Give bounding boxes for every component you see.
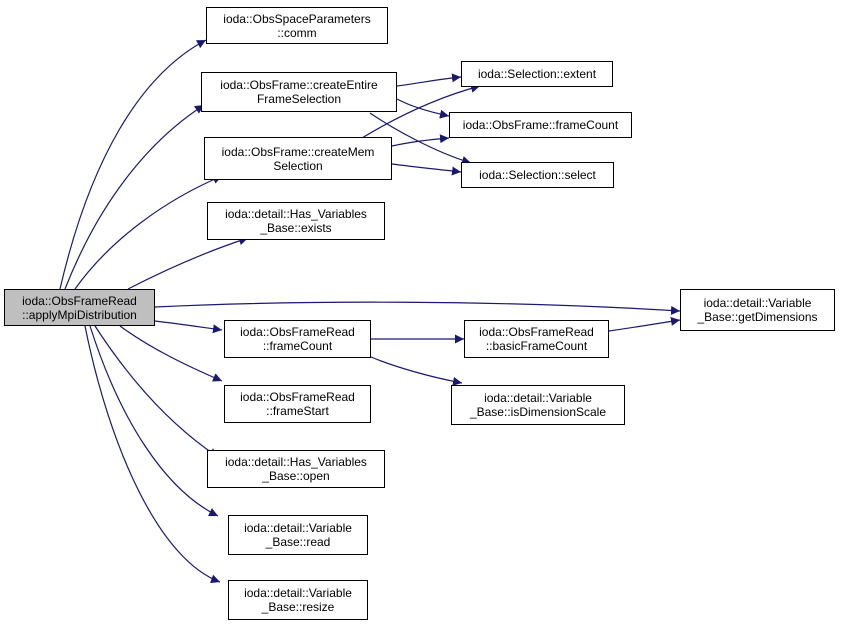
node-label-line-1: ioda::detail::Variable: [703, 296, 812, 310]
node-label-line-1: ioda::detail::Variable: [244, 586, 352, 600]
edge-create-entire-to-select: [369, 112, 472, 165]
node-label-line-2: ::frameStart: [266, 404, 329, 418]
edge-create-entire-to-extent: [396, 73, 462, 87]
node-label-line-1: ioda::ObsFrame::createMem: [221, 144, 375, 159]
edge-root-to-frame-start: [119, 325, 223, 382]
node-variable-base-read[interactable]: ioda::detail::Variable _Base::read: [228, 515, 368, 555]
node-label-line-2: ::applyMpiDistribution: [22, 307, 137, 322]
node-variable-base-getdimensions[interactable]: ioda::detail::Variable _Base::getDimensi…: [680, 289, 835, 331]
node-label-line-1: ioda::ObsFrameRead: [479, 325, 594, 339]
node-label-line-1: ioda::ObsFrameRead: [240, 390, 355, 404]
node-label-line-1: ioda::detail::Variable: [244, 521, 352, 535]
node-variable-base-resize[interactable]: ioda::detail::Variable _Base::resize: [228, 580, 368, 620]
edge-create-mem-to-of-frame-count: [391, 134, 450, 147]
node-label-line-1: ioda::ObsFrameRead: [22, 293, 137, 308]
edge-create-mem-to-select: [391, 163, 462, 176]
node-label-line-2: _Base::isDimensionScale: [469, 405, 607, 419]
edge-root-to-create-mem: [74, 175, 223, 290]
node-label-line-2: _Base::read: [265, 535, 331, 549]
node-has-variables-base-open[interactable]: ioda::detail::Has_Variables _Base::open: [207, 450, 385, 488]
node-variable-base-isdimensionscale[interactable]: ioda::detail::Variable _Base::isDimensio…: [451, 385, 625, 425]
edge-root-to-comm: [59, 39, 207, 290]
edge-root-to-create-entire: [64, 104, 205, 290]
node-obsframeread-framecount[interactable]: ioda::ObsFrameRead ::frameCount: [224, 320, 371, 358]
edge-ofr-frame-count-to-is-dimension-scale: [370, 356, 463, 386]
node-label-line-2: FrameSelection: [256, 92, 342, 106]
node-label-line-2: ::frameCount: [262, 339, 333, 353]
edge-root-to-ofr-frame-count: [154, 320, 223, 334]
node-obsframeread-framestart[interactable]: ioda::ObsFrameRead ::frameStart: [224, 385, 371, 423]
edge-root-to-open: [94, 325, 219, 458]
edge-root-to-get-dimensions: [154, 301, 681, 315]
edge-create-mem-to-extent: [361, 83, 481, 139]
node-obsframeread-basicframecount[interactable]: ioda::ObsFrameRead ::basicFrameCount: [464, 320, 609, 358]
node-label-line-2: _Base::exists: [260, 221, 332, 235]
node-label-line-2: _Base::getDimensions: [697, 310, 818, 324]
edge-root-to-resize: [84, 325, 221, 584]
edge-basic-to-get-dimensions: [608, 316, 681, 332]
node-label-line-1: ioda::detail::Variable: [484, 391, 592, 405]
node-label-line-1: ioda::ObsSpaceParameters: [223, 11, 371, 26]
node-obsframe-createentireframeselection[interactable]: ioda::ObsFrame::createEntire FrameSelect…: [201, 72, 397, 112]
node-label-line-1: ioda::ObsFrameRead: [240, 325, 355, 339]
node-label-line-2: ::comm: [277, 25, 317, 40]
node-obsframe-creatememselection[interactable]: ioda::ObsFrame::createMem Selection: [204, 137, 392, 180]
edge-root-to-exists: [127, 236, 249, 290]
node-selection-extent[interactable]: ioda::Selection::extent: [461, 61, 613, 87]
node-label-line-1: ioda::Selection::select: [479, 168, 596, 182]
node-label-line-2: Selection: [273, 158, 323, 173]
node-label-line-2: _Base::resize: [261, 600, 335, 614]
node-label-line-1: ioda::detail::Has_Variables: [225, 207, 367, 221]
edge-create-entire-to-of-frame-count: [396, 98, 450, 119]
node-label-line-2: ::basicFrameCount: [485, 339, 588, 353]
node-label-line-1: ioda::detail::Has_Variables: [225, 455, 367, 469]
node-label-line-1: ioda::ObsFrame::frameCount: [462, 118, 619, 132]
node-has-variables-base-exists[interactable]: ioda::detail::Has_Variables _Base::exist…: [207, 202, 385, 240]
node-obsframe-framecount[interactable]: ioda::ObsFrame::frameCount: [449, 112, 632, 138]
node-obsframeread-applympidistribution: ioda::ObsFrameRead ::applyMpiDistributio…: [4, 289, 155, 326]
node-label-line-1: ioda::Selection::extent: [477, 67, 597, 81]
node-obsspaceparameters-comm[interactable]: ioda::ObsSpaceParameters ::comm: [206, 7, 388, 44]
edge-root-to-read: [89, 325, 219, 517]
node-selection-select[interactable]: ioda::Selection::select: [461, 162, 614, 188]
node-label-line-1: ioda::ObsFrame::createEntire: [220, 78, 378, 92]
node-label-line-2: _Base::open: [262, 469, 330, 483]
